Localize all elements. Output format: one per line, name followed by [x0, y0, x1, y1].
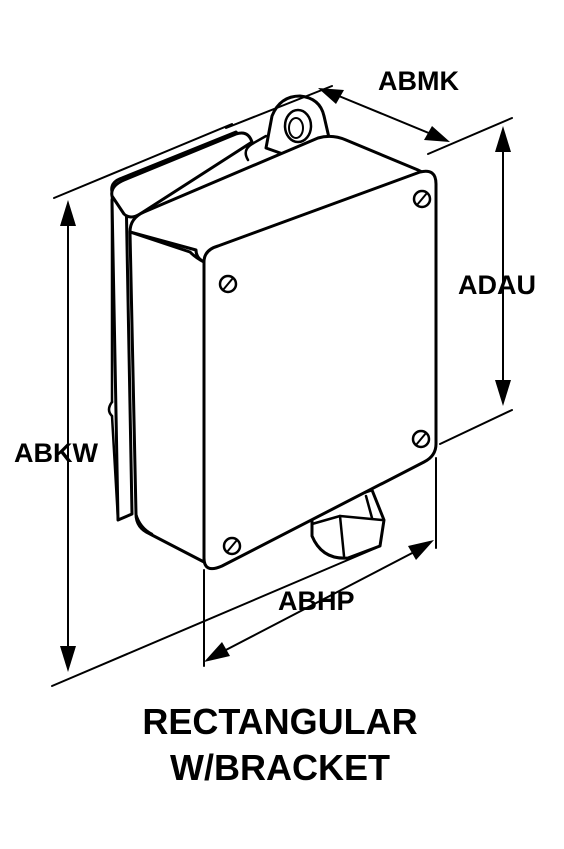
screw-top-right [412, 189, 432, 209]
dimension-label-adau: ADAU [458, 270, 536, 300]
screw-top-left [218, 274, 238, 294]
screw-bottom-left [222, 536, 242, 556]
dimension-abmk: ABMK [318, 66, 459, 142]
caption: RECTANGULAR W/BRACKET [142, 701, 417, 788]
screw-bottom-right [411, 429, 431, 449]
dimension-abhp: ABHP [204, 540, 434, 662]
caption-line-2: W/BRACKET [170, 747, 390, 788]
dimension-label-abhp: ABHP [278, 586, 355, 616]
caption-line-1: RECTANGULAR [142, 701, 417, 742]
front-cover [202, 169, 438, 571]
dimension-label-abmk: ABMK [378, 66, 459, 96]
dimension-abkw: ABKW [14, 200, 98, 672]
dimension-adau: ADAU [458, 126, 536, 406]
mounting-bracket [107, 130, 254, 522]
extension-lines [51, 85, 513, 687]
dimension-label-abkw: ABKW [14, 438, 98, 468]
